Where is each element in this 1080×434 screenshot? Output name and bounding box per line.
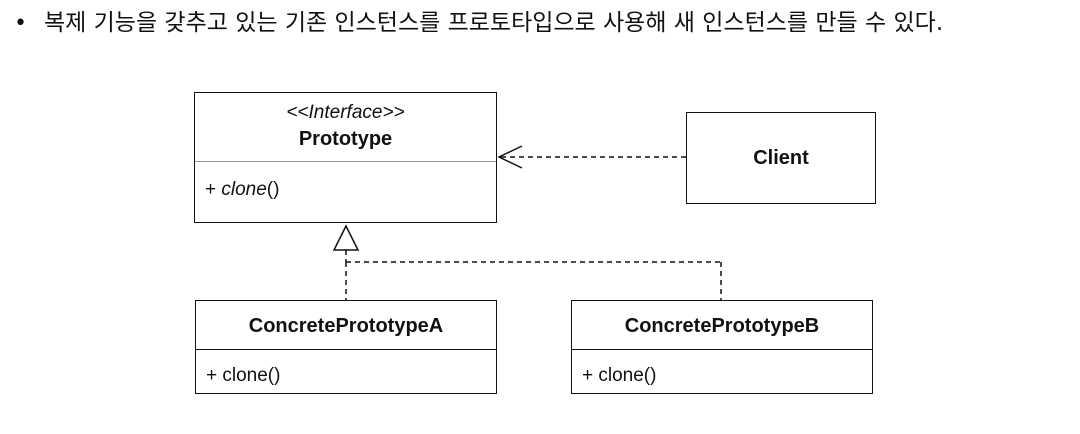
prototype-method: + clone() — [205, 179, 279, 201]
bullet-marker: • — [14, 11, 27, 36]
prototype-class-box: <<Interface>> Prototype + clone() — [194, 92, 497, 223]
concrete-prototype-b-box: ConcretePrototypeB + clone() — [571, 300, 873, 394]
concrete-prototype-b-name: ConcretePrototypeB — [624, 315, 820, 337]
client-class-box: Client — [686, 112, 876, 204]
dependency-arrowhead — [497, 145, 523, 169]
concrete-prototype-a-divider — [196, 349, 496, 350]
realization-arrowhead — [332, 224, 360, 251]
concrete-prototype-b-method: + clone() — [582, 365, 657, 386]
prototype-divider — [195, 161, 496, 162]
prototype-method-name: clone — [221, 179, 267, 200]
concrete-prototype-a-method: + clone() — [206, 365, 281, 386]
concrete-prototype-a-box: ConcretePrototypeA + clone() — [195, 300, 497, 394]
concrete-prototype-a-name: ConcretePrototypeA — [248, 315, 444, 337]
prototype-stereotype: <<Interface>> — [286, 102, 405, 123]
prototype-method-prefix: + — [205, 179, 222, 200]
client-class-name: Client — [753, 147, 809, 169]
prototype-class-name: Prototype — [298, 128, 393, 150]
prototype-method-suffix: () — [266, 179, 280, 200]
bullet-text: 복제 기능을 갖추고 있는 기존 인스턴스를 프로토타입으로 사용해 새 인스턴… — [44, 10, 944, 36]
concrete-prototype-b-divider — [572, 349, 872, 350]
